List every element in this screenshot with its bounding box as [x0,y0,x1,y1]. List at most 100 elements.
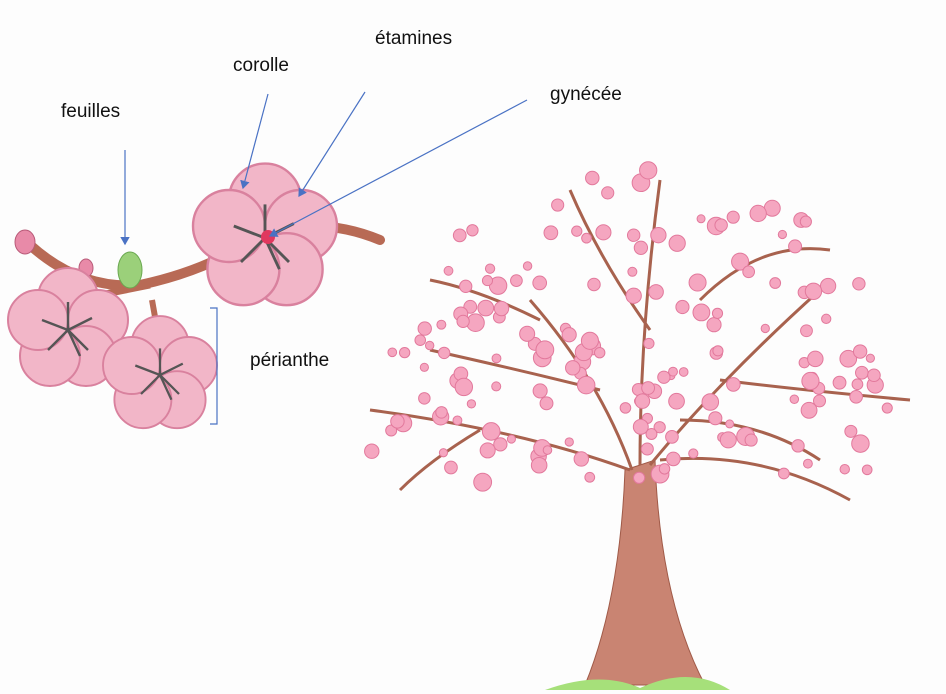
tree-blossom [466,399,477,409]
tree-blossom [725,419,735,429]
tree-blossom [454,377,474,397]
tree-blossom [626,228,641,242]
tree-blossom [561,327,577,343]
label-arrows [120,91,528,425]
tree-blossom [437,346,451,360]
tree-blossom [542,445,553,455]
tree-blossom [424,340,435,351]
tree-blossom [491,381,502,392]
tree-blossom [832,375,847,390]
tree-blossom [719,431,737,449]
tree-blossom [625,287,642,304]
tree-blossom [688,448,699,459]
tree-blossom [419,362,429,372]
tree-blossom [519,325,536,342]
tree-blossom [658,463,671,475]
tree-blossom [855,365,869,380]
tree-blossom [807,350,824,368]
tree-blossom [530,456,548,474]
tree-blossom [839,349,858,368]
tree-blossom [444,460,458,475]
tree-drawing [364,161,911,690]
tree-blossom [653,421,666,434]
tree-blossom [473,472,493,492]
tree-blossom [749,204,767,223]
tree-blossom [593,346,606,359]
tree-blossom [493,437,508,452]
tree-blossom [852,344,868,359]
tree-blossom [769,277,782,289]
tree-blossom [481,422,501,441]
tree-blossom [851,434,870,453]
tree-blossom [692,303,711,322]
tree-blossom [696,214,706,224]
tree-blossom [435,406,448,419]
tree-blossom [387,347,398,358]
tree-blossom [668,392,685,410]
tree-blossom [398,346,411,359]
tree-blossom [414,334,427,346]
tree-blossom [564,437,574,447]
tree-blossom [666,451,681,467]
tree-blossom [640,442,654,456]
tree-blossom [865,353,875,363]
label-corolle: corolle [233,55,289,76]
tree-blossom [731,252,750,271]
tree-blossom [861,464,873,476]
tree-blossom [742,265,756,279]
tree-blossom [708,411,723,426]
tree-blossom [675,299,690,315]
tree-blossom [477,299,495,317]
tree-blossom [585,170,600,186]
gynecee-mark [261,230,275,244]
tree-blossom [760,323,770,334]
tree-blossom [479,442,496,459]
tree-blossom [867,368,881,383]
tree-blossom [639,161,658,180]
tree-blossom [706,317,722,333]
tree-blossom [701,393,720,411]
tree-blossom [522,261,533,271]
tree-blossom [788,239,803,254]
tree-blossom [532,383,548,399]
tree-blossom [506,434,516,444]
tree-blossom [543,225,559,241]
tree-blossom [665,430,679,444]
tree-blossom [443,265,454,276]
tree-blossom [385,424,398,437]
tree-blossom [800,401,818,419]
tree-blossom [849,389,863,404]
tree-blossom [777,229,788,240]
tree-blossom [645,428,658,440]
tree-blossom [491,353,502,364]
tree-blossom [539,396,554,411]
tree-blossom [595,224,612,241]
tree-blossom [481,275,494,287]
tree-blossom [581,232,592,244]
tree-blossom [648,284,664,300]
tree-blossom [711,307,724,319]
tree-blossom [532,275,548,291]
tree-blossom [851,378,864,391]
tree-blossom [744,433,758,447]
tree-blossom [493,300,510,317]
label-etamines: étamines [375,28,453,49]
tree-blossom [801,371,820,391]
tree-blossom [650,226,667,244]
tree-blossom [726,377,741,392]
tree-blossom [657,370,671,384]
tree-blossom [799,215,812,228]
tree-blossom [804,282,823,300]
tree-blossom [571,225,583,237]
leaf-icon [117,251,143,289]
tree-blossom [456,314,470,329]
tree-blossom [714,218,728,232]
tree-blossom [390,414,405,429]
label-gynecee: gynécée [550,84,622,105]
branch-drawing [6,162,385,430]
tree-blossom [813,394,827,408]
tree-blossom [587,277,601,292]
tree-blossom [417,321,432,336]
tree-blossom [789,394,800,404]
